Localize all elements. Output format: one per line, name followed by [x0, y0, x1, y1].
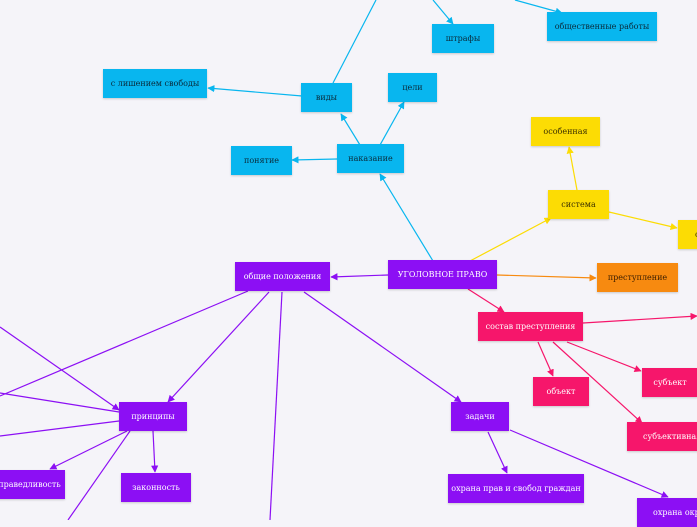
edge-sostav-obekt: [537, 341, 554, 377]
edge-principy-zakonnost: [151, 430, 159, 473]
node-zakonnost[interactable]: законность: [121, 473, 191, 502]
edge-zadachi-ohrana-okr: [509, 429, 669, 498]
edge-obshchie-left: [0, 290, 249, 397]
node-subekt[interactable]: субъект: [642, 368, 697, 397]
edge-obshchie-down: [269, 291, 283, 520]
node-spravedlivost[interactable]: праведливость: [0, 470, 65, 499]
edge-root-prestuplenie: [496, 274, 597, 282]
edge-left-principy: [0, 326, 120, 411]
node-ohrana-okruzhayushchey[interactable]: охрана окру: [637, 498, 697, 527]
edge-sostav-subektivnaya: [552, 341, 643, 424]
node-obekt[interactable]: объект: [533, 377, 589, 406]
node-vidy[interactable]: виды: [301, 83, 352, 112]
node-subektivnaya-storona[interactable]: субъективная ст: [627, 422, 697, 451]
node-ponyatie[interactable]: понятие: [231, 146, 292, 175]
node-celi[interactable]: цели: [388, 73, 437, 102]
node-principy[interactable]: принципы: [119, 402, 187, 431]
node-osobennaya[interactable]: особенная: [531, 117, 600, 146]
edge-principy-left2: [0, 420, 120, 437]
edge-obshchie-principy: [167, 291, 270, 403]
edge-root-nakazanie: [379, 173, 434, 262]
edge-vidy-up: [332, 0, 377, 84]
edge-nakazanie-celi: [379, 101, 405, 146]
edge-principy-down: [67, 430, 131, 520]
edge-obshchie-zadachi: [303, 291, 462, 403]
edge-sistema-osobennaya: [566, 146, 578, 191]
edge-vidy-lishenie: [207, 84, 303, 97]
edge-root-obshchie: [330, 273, 389, 281]
node-sostav-prestupleniya[interactable]: состав преступления: [478, 312, 583, 341]
edge-zadachi-ohrana-prav: [487, 431, 508, 474]
edge-to-obshchestvennye: [514, 0, 563, 15]
node-prestuplenie[interactable]: преступление: [597, 263, 678, 292]
edge-principy-left1: [0, 392, 120, 413]
node-ohrana-prav-svobod[interactable]: охрана прав и свобод граждан: [448, 474, 584, 503]
edge-sostav-right: [582, 312, 697, 324]
edge-sostav-subekt: [566, 341, 642, 372]
node-obshchaya[interactable]: о: [678, 220, 697, 249]
edge-nakazanie-vidy: [340, 113, 361, 146]
edge-root-sostav: [467, 288, 505, 313]
node-ugolovnoe-pravo[interactable]: УГОЛОВНОЕ ПРАВО: [388, 260, 497, 289]
node-nakazanie[interactable]: наказание: [337, 144, 404, 173]
node-zadachi[interactable]: задачи: [451, 402, 509, 431]
node-obshchestvennye-raboty[interactable]: общественные работы: [547, 12, 657, 41]
edge-root-sistema: [469, 217, 552, 262]
node-obshchie-polozheniya[interactable]: общие положения: [235, 262, 330, 291]
edge-principy-spravedlivost: [49, 430, 128, 470]
edge-nakazanie-ponyatie: [291, 156, 338, 164]
edge-sistema-obshchaya: [608, 211, 678, 231]
edge-to-shtrafy: [432, 0, 454, 25]
node-shtrafy[interactable]: штрафы: [432, 24, 494, 53]
node-lishenie-svobody[interactable]: с лишением свободы: [103, 69, 207, 98]
node-sistema[interactable]: система: [548, 190, 609, 219]
